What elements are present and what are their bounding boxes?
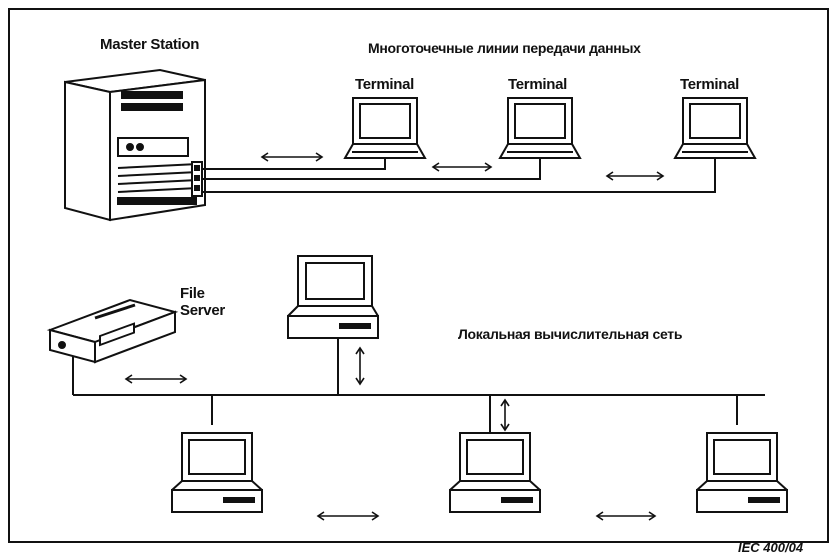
terminal-label-2: Terminal — [508, 76, 568, 93]
workstation-icon-1 — [171, 432, 263, 513]
master-station-label: Master Station — [100, 36, 200, 53]
lan-label: Локальная вычислительная сеть — [458, 326, 683, 342]
terminal-icon-3 — [673, 97, 757, 159]
lan-bus — [72, 338, 765, 433]
data-flow-arrows-top — [260, 152, 665, 181]
file-server-label: File Server — [180, 285, 225, 319]
data-flow-arrows-lan — [124, 346, 657, 521]
terminal-label-1: Terminal — [355, 76, 415, 93]
terminal-icon-1 — [343, 97, 427, 159]
master-station-icon — [64, 68, 206, 222]
figure-id: IEC 400/04 — [738, 540, 804, 555]
workstation-icon-2 — [449, 432, 541, 513]
workstation-icon-3 — [696, 432, 788, 513]
multipoint-lines-label: Многоточечные линии передачи данных — [368, 40, 641, 56]
file-server-icon — [46, 298, 179, 364]
terminal-label-3: Terminal — [680, 76, 740, 93]
diagram-frame — [8, 8, 829, 543]
workstation-icon-upper — [287, 255, 379, 339]
multipoint-lines — [203, 158, 716, 193]
terminal-icon-2 — [498, 97, 582, 159]
